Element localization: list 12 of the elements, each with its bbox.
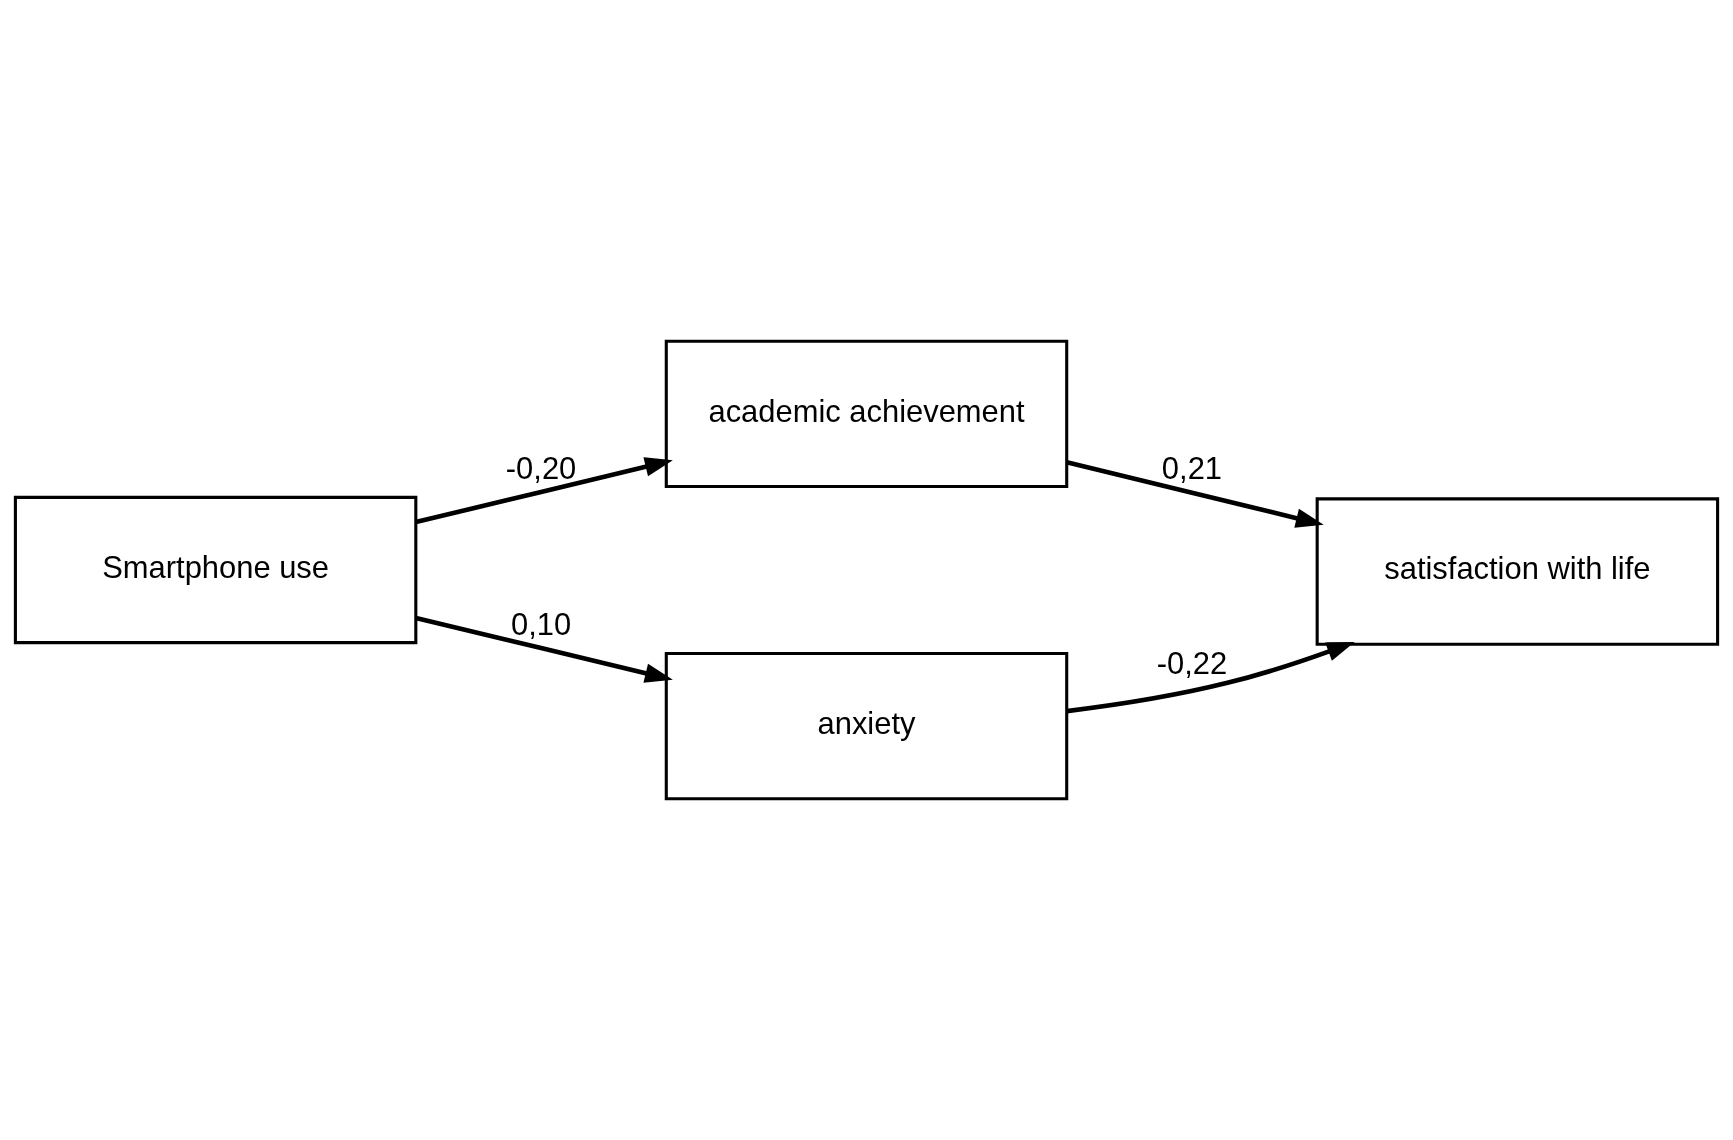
arrow: [1066, 460, 1324, 528]
edge-label: 0,21: [1161, 450, 1223, 486]
node-box: anxiety: [664, 651, 1069, 801]
edge-label: -0,20: [505, 450, 577, 486]
node-box: satisfaction with life: [1315, 497, 1720, 646]
arrow: [415, 457, 673, 525]
arrow: [415, 615, 673, 683]
arrow: [1066, 641, 1355, 714]
node-box: academic achievement: [664, 339, 1069, 489]
edge-label: -0,22: [1156, 645, 1228, 681]
node-box: Smartphone use: [13, 495, 418, 645]
edge-label: 0,10: [510, 606, 572, 642]
